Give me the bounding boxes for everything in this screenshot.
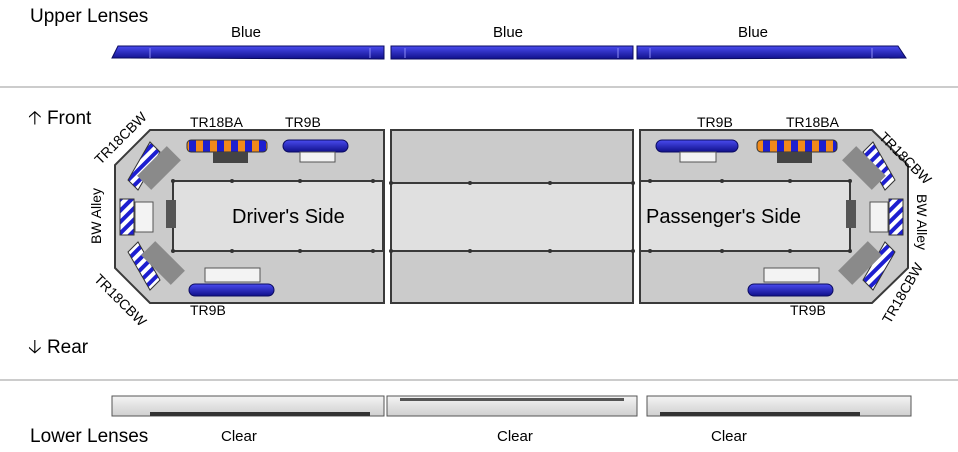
rear-label: Rear	[46, 337, 89, 358]
driver-front-blue-light	[282, 139, 349, 153]
driver-front-corner-light	[127, 141, 161, 191]
passenger-rear-corner-light	[862, 241, 896, 291]
upper-lens-center	[390, 45, 634, 60]
driver-rear-blue-light	[188, 283, 275, 297]
lower-lens-left	[111, 395, 385, 417]
passenger-module	[639, 129, 909, 304]
driver-front-blue-bracket	[299, 151, 336, 163]
driver-alley-bracket	[134, 201, 154, 233]
passenger-front-amber-bracket	[777, 152, 812, 163]
driver-front-amber-label: TR18BA	[190, 114, 243, 130]
passenger-rear-blue-light	[747, 283, 834, 297]
driver-front-amber-bracket	[213, 152, 248, 163]
passenger-front-corner-light	[862, 141, 896, 191]
front-direction: 🡡 Front	[28, 104, 91, 136]
passenger-rear-blue-bracket	[763, 267, 820, 283]
center-module	[389, 129, 635, 304]
passenger-front-amber-label: TR18BA	[786, 114, 839, 130]
passenger-alley-light	[888, 198, 904, 236]
driver-rear-corner-bracket	[141, 241, 185, 285]
upper-lens-label-right: Blue	[738, 24, 769, 41]
driver-front-corner-bracket	[137, 146, 181, 190]
passenger-front-corner-bracket	[842, 146, 886, 190]
driver-front-blue-label: TR9B	[285, 114, 321, 130]
driver-rear-corner-light	[127, 241, 161, 291]
lower-lens-center	[386, 395, 638, 417]
upper-lens-label-left: Blue	[231, 24, 262, 41]
passenger-rear-blue-label: TR9B	[790, 302, 826, 318]
passenger-side-label: Passenger's Side	[646, 206, 802, 228]
driver-side-label: Driver's Side	[232, 206, 345, 228]
passenger-alley-bracket	[869, 201, 889, 233]
passenger-front-blue-light	[655, 139, 739, 153]
passenger-front-blue-bracket	[679, 151, 717, 163]
lower-lens-right	[646, 395, 912, 417]
arrow-up-icon: 🡡	[28, 108, 42, 129]
passenger-rear-corner-bracket	[838, 241, 882, 285]
lower-lens-label-center: Clear	[497, 428, 533, 445]
upper-lens-left	[111, 45, 385, 60]
driver-module	[114, 129, 385, 304]
upper-lens-label-center: Blue	[493, 24, 524, 41]
rear-direction: 🡣 Rear	[28, 333, 88, 365]
driver-rear-blue-bracket	[204, 267, 261, 283]
lower-lens-label-left: Clear	[221, 428, 257, 445]
driver-front-amber-light	[186, 139, 268, 153]
arrow-down-icon: 🡣	[28, 337, 42, 358]
lower-lenses-title: Lower Lenses	[30, 426, 149, 447]
upper-lenses-title: Upper Lenses	[30, 6, 149, 27]
passenger-front-blue-label: TR9B	[697, 114, 733, 130]
driver-rear-blue-label: TR9B	[190, 302, 226, 318]
passenger-front-amber-light	[756, 139, 838, 153]
lower-lens-label-right: Clear	[711, 428, 747, 445]
front-label: Front	[46, 108, 92, 129]
driver-alley-light	[119, 198, 135, 236]
passenger-alley-label: BW Alley	[914, 193, 931, 251]
upper-lens-right	[636, 45, 907, 60]
driver-alley-label: BW Alley	[88, 187, 105, 245]
